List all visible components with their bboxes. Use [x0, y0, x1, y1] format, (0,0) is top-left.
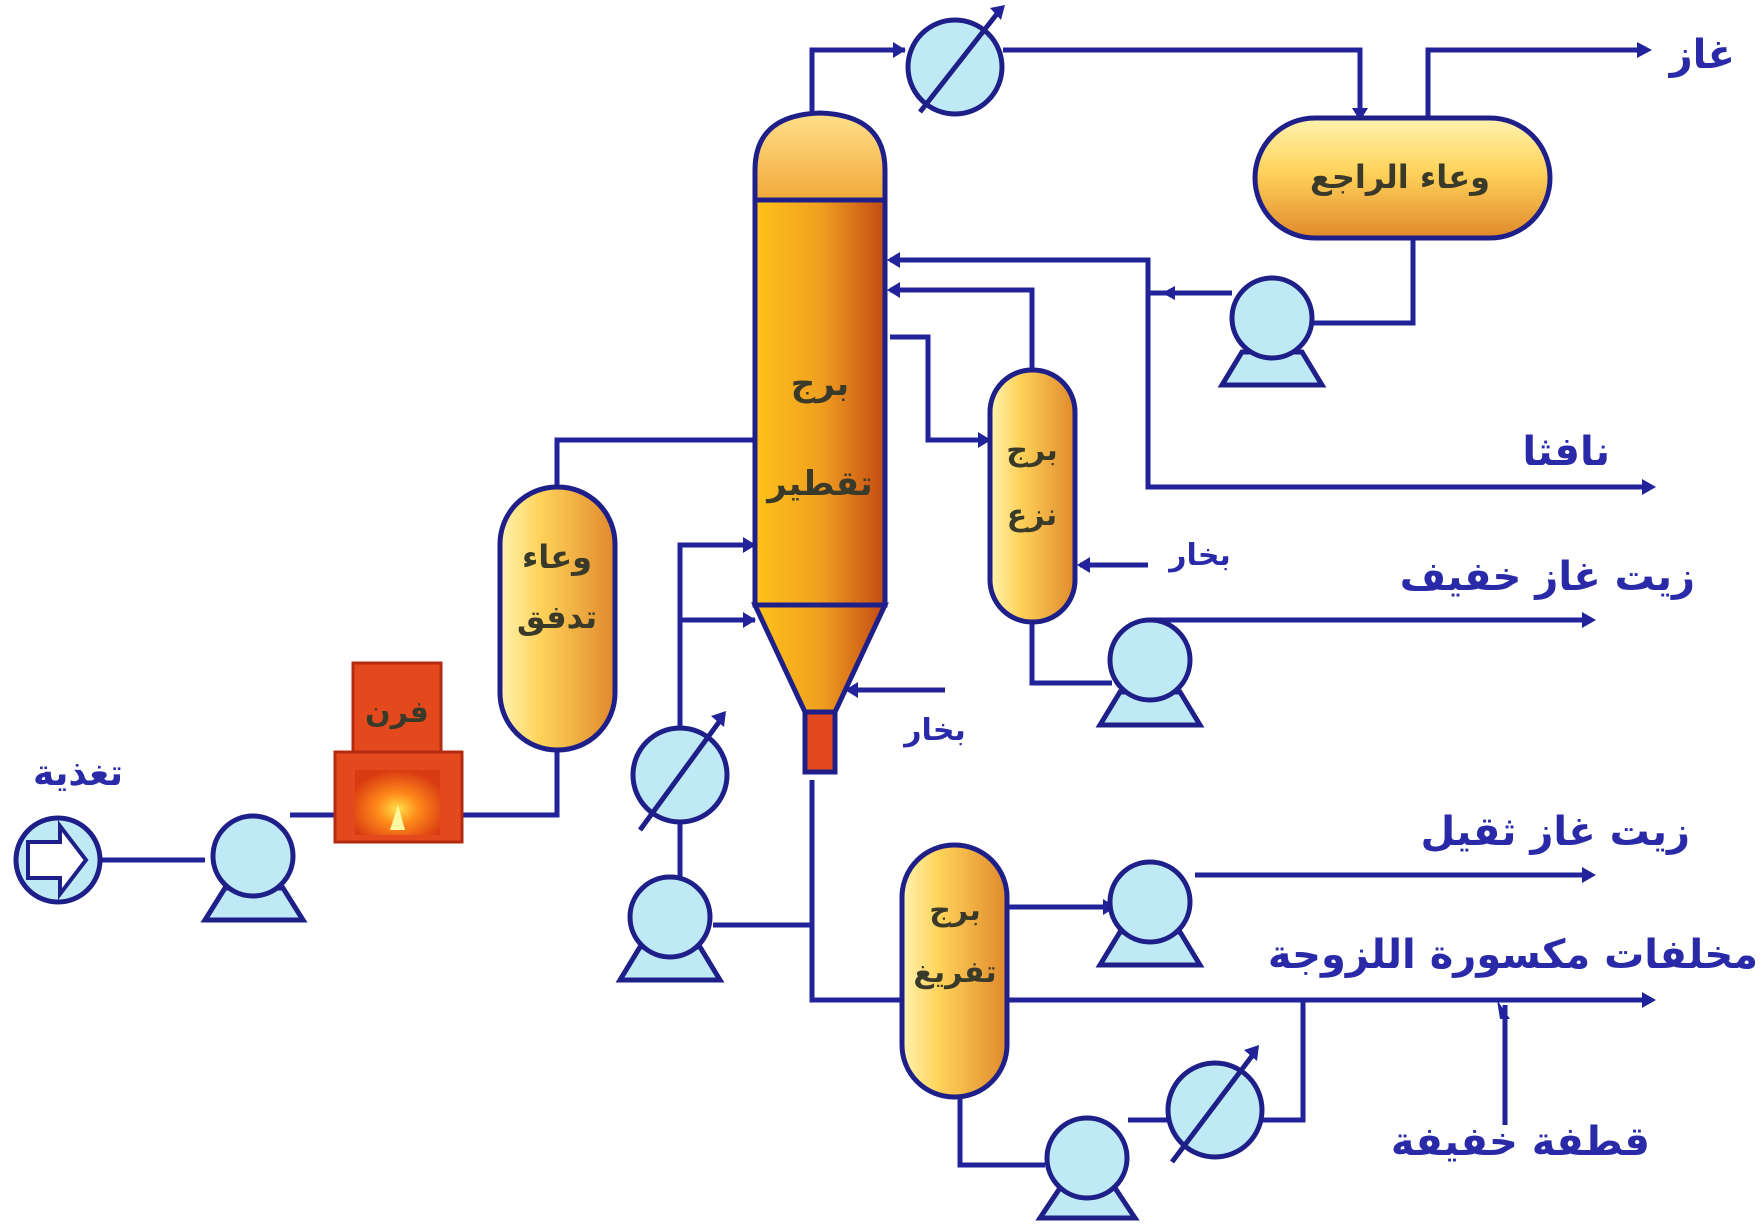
stripper-tower-icon [987, 367, 1078, 625]
residue-cooler-icon [1165, 1045, 1265, 1164]
distillation-tower-label-2: تقطير [765, 464, 872, 504]
overhead-condenser-icon [905, 5, 1005, 117]
viscous-residue-label: مخلفات مكسورة اللزوجة [1268, 932, 1758, 978]
naphtha-label: نافثا [1522, 429, 1610, 475]
steam-stripper-label: بخار [1167, 538, 1230, 573]
distillation-tower-label-1: برج [791, 364, 849, 404]
vacuum-tower-label-2: تفريغ [913, 955, 996, 990]
reflux-drum-icon [1252, 115, 1553, 241]
gas-label: غاز [1668, 32, 1735, 78]
pumparound-pump-icon [615, 874, 725, 983]
flash-drum-label-2: تدفق [517, 598, 597, 636]
light-cut-label: قطفة خفيفة [1391, 1119, 1650, 1165]
steam-bottom-label: بخار [902, 713, 965, 748]
pumparound-cooler-icon [630, 711, 730, 832]
hgo-pump-icon [1095, 859, 1205, 968]
lgo-pump-icon [1095, 617, 1205, 728]
vacuum-tower-label-1: برج [929, 893, 981, 928]
stripper-tower-label-2: نزع [1007, 498, 1057, 533]
vacuum-tower-icon [899, 842, 1010, 1100]
feed-pump-icon [200, 813, 308, 923]
feed-inlet-icon [13, 815, 103, 905]
flash-drum-label-1: وعاء [522, 538, 592, 576]
reflux-drum-label: وعاء الراجع [1310, 158, 1490, 196]
bottoms-pump-icon [1035, 1115, 1140, 1221]
piping [100, 47, 1650, 1168]
feed-label: تغذية [33, 753, 123, 794]
flash-drum-icon [497, 484, 618, 753]
light-gas-oil-label: زيت غاز خفيف [1400, 554, 1695, 600]
stripper-tower-label-1: برج [1006, 433, 1058, 468]
furnace-icon [333, 661, 464, 844]
reflux-pump-icon [1217, 275, 1327, 388]
distillation-tower-icon [751, 110, 889, 775]
heavy-gas-oil-label: زيت غاز ثقيل [1421, 809, 1690, 855]
furnace-label: فرن [365, 695, 429, 730]
